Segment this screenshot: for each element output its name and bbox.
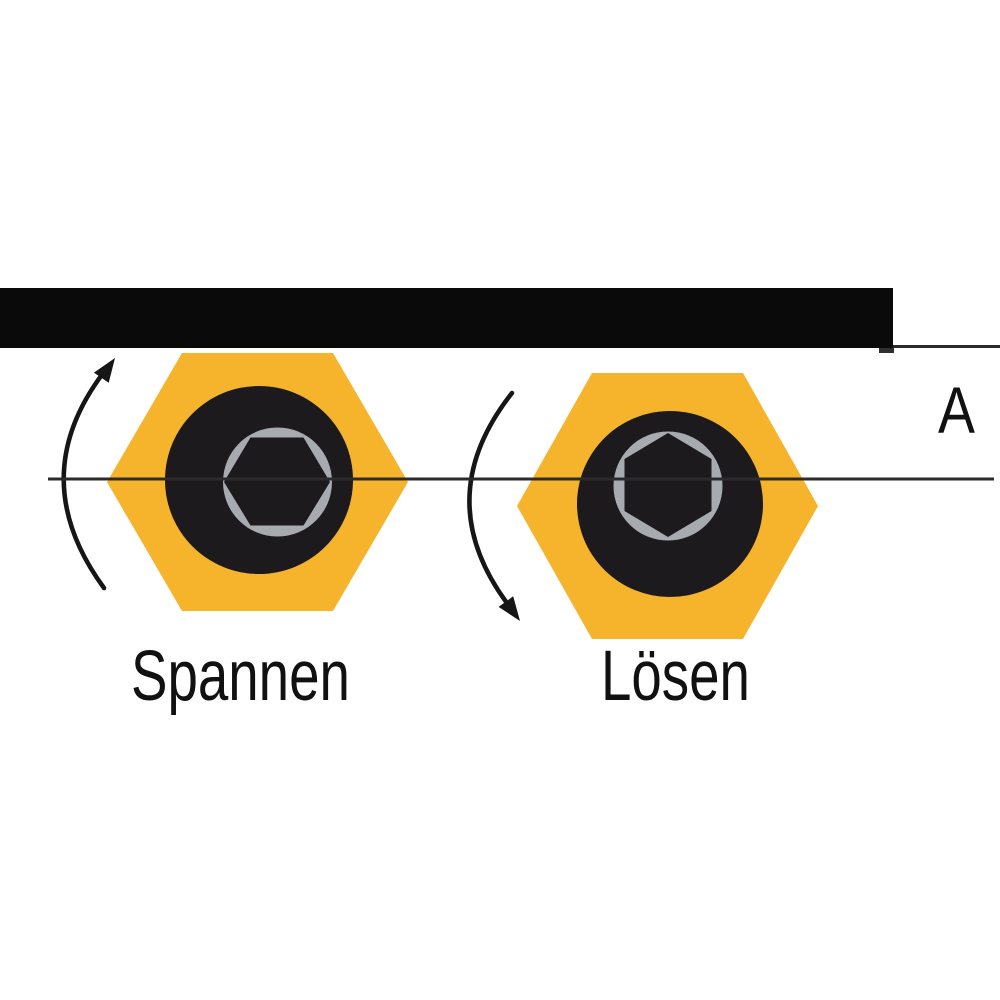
spannen-label: Spannen bbox=[131, 637, 350, 716]
nut-face-circle bbox=[577, 411, 763, 597]
loesen-nut-group bbox=[467, 373, 818, 639]
rotate-counterclockwise-arrowhead-icon bbox=[93, 358, 115, 383]
detail-marker-a: A bbox=[938, 373, 975, 447]
rotate-clockwise-arrow-icon bbox=[467, 390, 515, 604]
spannen-nut-group bbox=[61, 353, 408, 611]
loesen-label: Lösen bbox=[601, 637, 750, 716]
rotate-clockwise-arrowhead-icon bbox=[498, 596, 520, 621]
rotate-counterclockwise-arrow-icon bbox=[61, 373, 107, 591]
mounting-surface-bar bbox=[0, 288, 893, 348]
mounting-surface-bar-step bbox=[879, 348, 894, 353]
